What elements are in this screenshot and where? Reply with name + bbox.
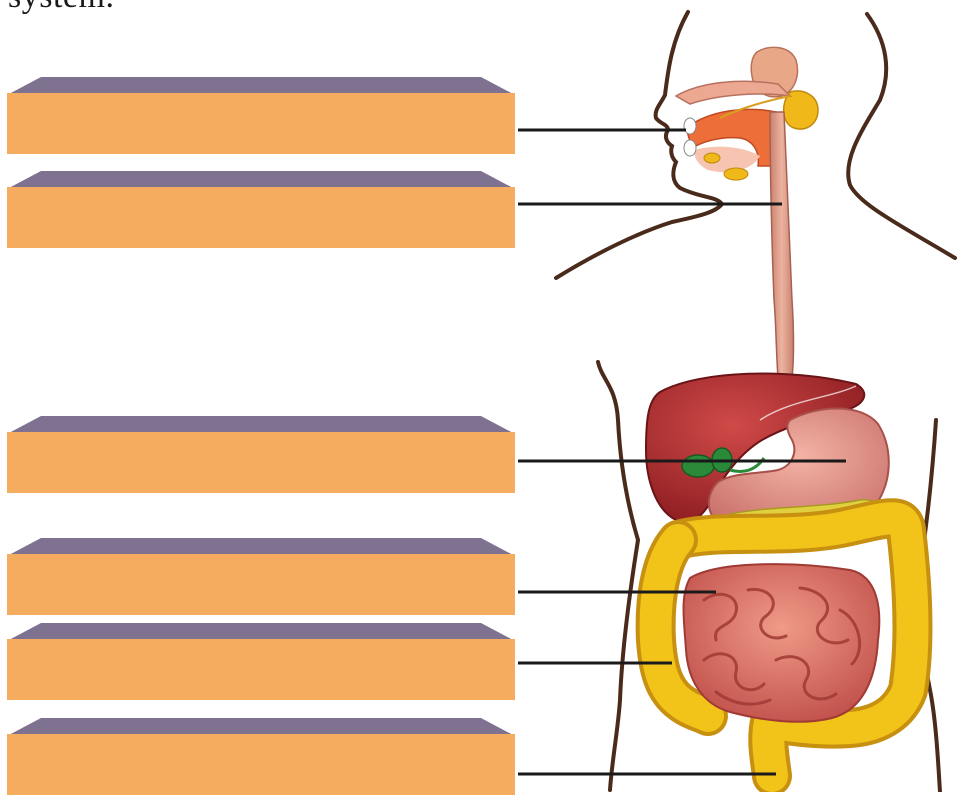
small-intestine-icon xyxy=(684,564,880,722)
esophagus-icon xyxy=(770,112,794,378)
